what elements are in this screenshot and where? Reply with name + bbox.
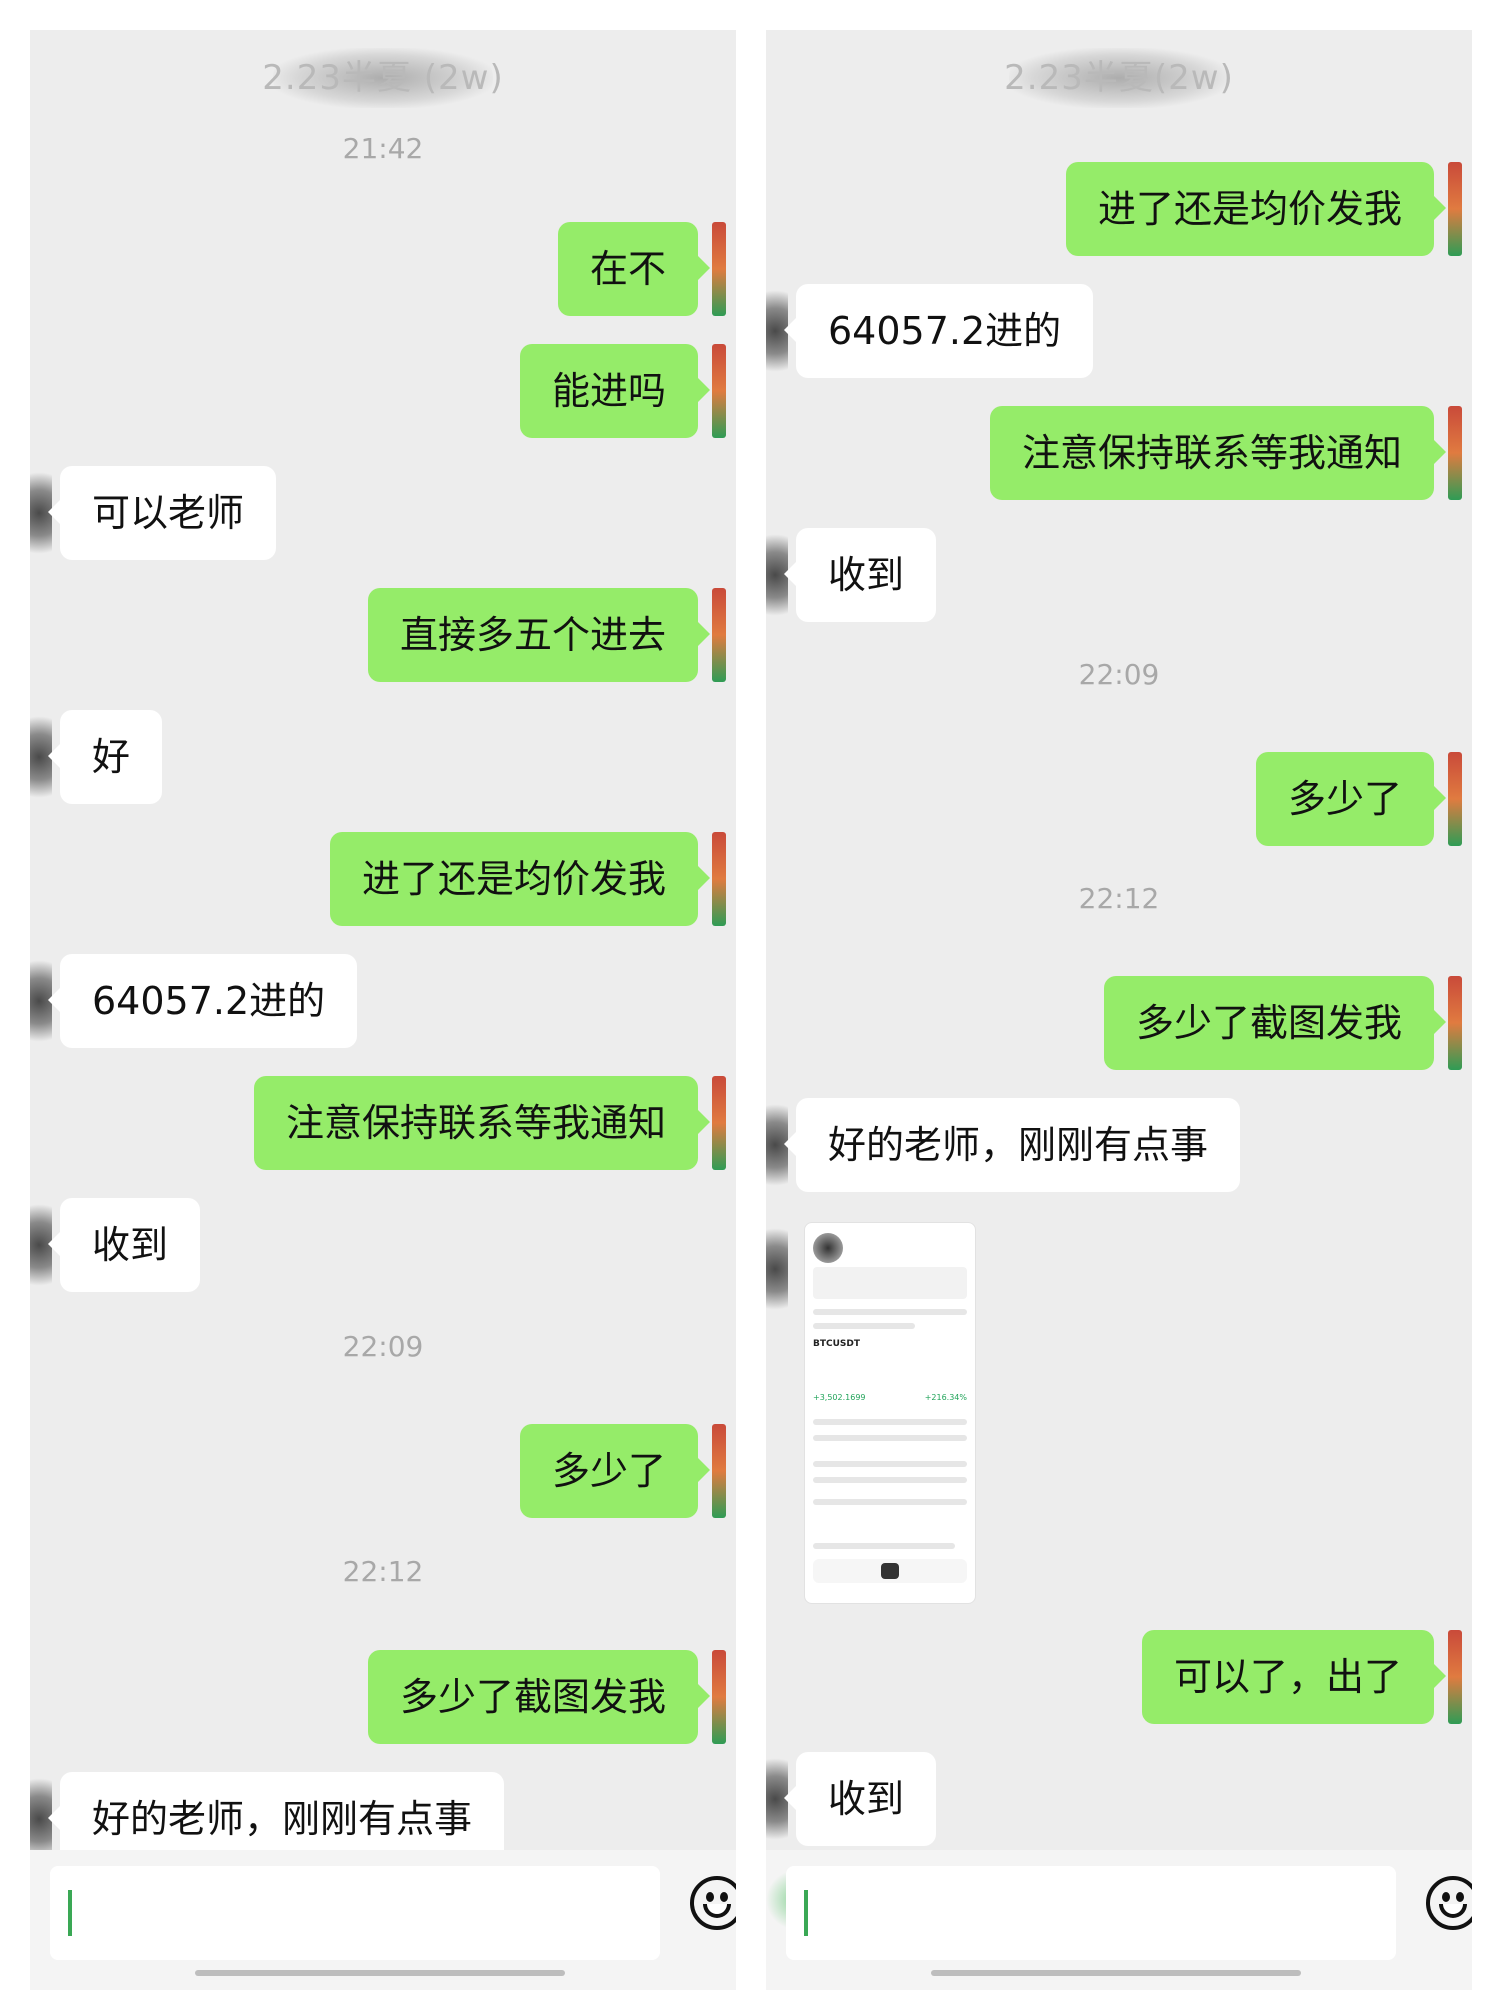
message-sent[interactable]: 直接多五个进去: [367, 588, 726, 682]
self-avatar[interactable]: [1448, 1630, 1462, 1724]
message-bubble[interactable]: 能进吗: [519, 344, 711, 438]
timestamp: 22:09: [1078, 658, 1160, 691]
message-bubble[interactable]: 收到: [783, 528, 937, 622]
message-received[interactable]: 64057.2进的: [30, 954, 358, 1048]
message-bubble[interactable]: 可以了，出了: [1141, 1630, 1447, 1724]
text-cursor: [804, 1890, 808, 1936]
text-cursor: [68, 1890, 72, 1936]
contact-avatar[interactable]: [30, 1198, 52, 1292]
position-symbol: BTCUSDT: [813, 1339, 861, 1349]
message-sent[interactable]: 注意保持联系等我通知: [253, 1076, 726, 1170]
message-received[interactable]: 可以老师: [30, 466, 277, 560]
home-indicator[interactable]: [195, 1970, 565, 1976]
message-bubble[interactable]: 收到: [783, 1752, 937, 1846]
self-avatar[interactable]: [712, 1650, 726, 1744]
self-avatar[interactable]: [1448, 752, 1462, 846]
chat-title: 2.23半夏 (2w): [262, 58, 504, 98]
message-sent[interactable]: 进了还是均价发我: [1065, 162, 1462, 256]
timestamp: 22:12: [342, 1555, 424, 1588]
chat-panel-right: 2.23半夏(2w) 进了还是均价发我 64057.2进的 注意保持联系等我通知…: [766, 30, 1472, 1990]
self-avatar[interactable]: [712, 222, 726, 316]
message-sent[interactable]: 在不: [557, 222, 726, 316]
message-bubble[interactable]: 好: [47, 710, 163, 804]
self-avatar[interactable]: [712, 832, 726, 926]
title-redaction: [1009, 48, 1229, 108]
message-received[interactable]: 收到: [766, 1752, 937, 1846]
message-sent[interactable]: 多少了截图发我: [1103, 976, 1462, 1070]
message-received[interactable]: 好: [30, 710, 163, 804]
contact-avatar[interactable]: [30, 710, 52, 804]
self-avatar[interactable]: [712, 1424, 726, 1518]
message-bubble[interactable]: 多少了: [519, 1424, 711, 1518]
message-received[interactable]: 收到: [30, 1198, 201, 1292]
message-bubble[interactable]: 收到: [47, 1198, 201, 1292]
screenshot-image-message[interactable]: BTCUSDT +3,502.1699 +216.34%: [804, 1222, 976, 1604]
home-indicator[interactable]: [931, 1970, 1301, 1976]
self-avatar[interactable]: [1448, 162, 1462, 256]
message-sent[interactable]: 注意保持联系等我通知: [989, 406, 1462, 500]
message-bubble[interactable]: 在不: [557, 222, 711, 316]
chat-header: 2.23半夏(2w): [766, 48, 1472, 108]
message-sent[interactable]: 能进吗: [519, 344, 726, 438]
contact-avatar[interactable]: [766, 1222, 788, 1316]
message-bubble[interactable]: 好的老师，刚刚有点事: [783, 1098, 1241, 1192]
position-pnl: +3,502.1699: [813, 1393, 866, 1402]
timestamp: 21:42: [342, 132, 424, 165]
message-sent[interactable]: 进了还是均价发我: [329, 832, 726, 926]
app-nav-active-icon: [881, 1563, 899, 1579]
timestamp: 22:09: [342, 1330, 424, 1363]
message-input[interactable]: [50, 1866, 660, 1960]
self-avatar[interactable]: [712, 588, 726, 682]
message-sent[interactable]: 多少了截图发我: [367, 1650, 726, 1744]
message-bubble[interactable]: 多少了: [1255, 752, 1447, 846]
app-banner: [813, 1267, 967, 1299]
input-bar: [766, 1850, 1472, 1990]
contact-avatar[interactable]: [766, 1752, 788, 1846]
self-avatar[interactable]: [712, 1076, 726, 1170]
self-avatar[interactable]: [1448, 406, 1462, 500]
self-avatar[interactable]: [1448, 976, 1462, 1070]
message-bubble[interactable]: 可以老师: [47, 466, 277, 560]
self-avatar[interactable]: [712, 344, 726, 438]
title-redaction: [273, 48, 493, 108]
message-sent[interactable]: 多少了: [519, 1424, 726, 1518]
chat-header: 2.23半夏 (2w): [30, 48, 736, 108]
chat-panel-left: 2.23半夏 (2w) 21:42 在不 能进吗 可以老师 直接多五个进去 好 …: [30, 30, 736, 1990]
message-bubble[interactable]: 进了还是均价发我: [1065, 162, 1447, 256]
message-bubble[interactable]: 多少了截图发我: [367, 1650, 711, 1744]
input-bar: [30, 1850, 736, 1990]
message-bubble[interactable]: 注意保持联系等我通知: [989, 406, 1447, 500]
smiley-face-icon[interactable]: [1426, 1876, 1472, 1930]
contact-avatar[interactable]: [30, 954, 52, 1048]
position-pnl-percent: +216.34%: [924, 1393, 967, 1402]
message-received[interactable]: 好的老师，刚刚有点事: [766, 1098, 1241, 1192]
message-received[interactable]: 64057.2进的: [766, 284, 1094, 378]
timestamp: 22:12: [1078, 882, 1160, 915]
message-input[interactable]: [786, 1866, 1396, 1960]
app-avatar: [813, 1233, 843, 1263]
contact-avatar[interactable]: [30, 466, 52, 560]
message-bubble[interactable]: 64057.2进的: [47, 954, 358, 1048]
message-bubble[interactable]: 进了还是均价发我: [329, 832, 711, 926]
contact-avatar[interactable]: [30, 1772, 52, 1866]
message-bubble[interactable]: 64057.2进的: [783, 284, 1094, 378]
contact-avatar[interactable]: [766, 528, 788, 622]
message-bubble[interactable]: 多少了截图发我: [1103, 976, 1447, 1070]
message-received[interactable]: 收到: [766, 528, 937, 622]
contact-avatar[interactable]: [766, 1098, 788, 1192]
message-bubble[interactable]: 直接多五个进去: [367, 588, 711, 682]
message-sent[interactable]: 多少了: [1255, 752, 1462, 846]
message-bubble[interactable]: 注意保持联系等我通知: [253, 1076, 711, 1170]
message-sent[interactable]: 可以了，出了: [1141, 1630, 1462, 1724]
smiley-face-icon[interactable]: [690, 1876, 736, 1930]
contact-avatar[interactable]: [766, 284, 788, 378]
chat-title: 2.23半夏(2w): [1004, 58, 1234, 98]
